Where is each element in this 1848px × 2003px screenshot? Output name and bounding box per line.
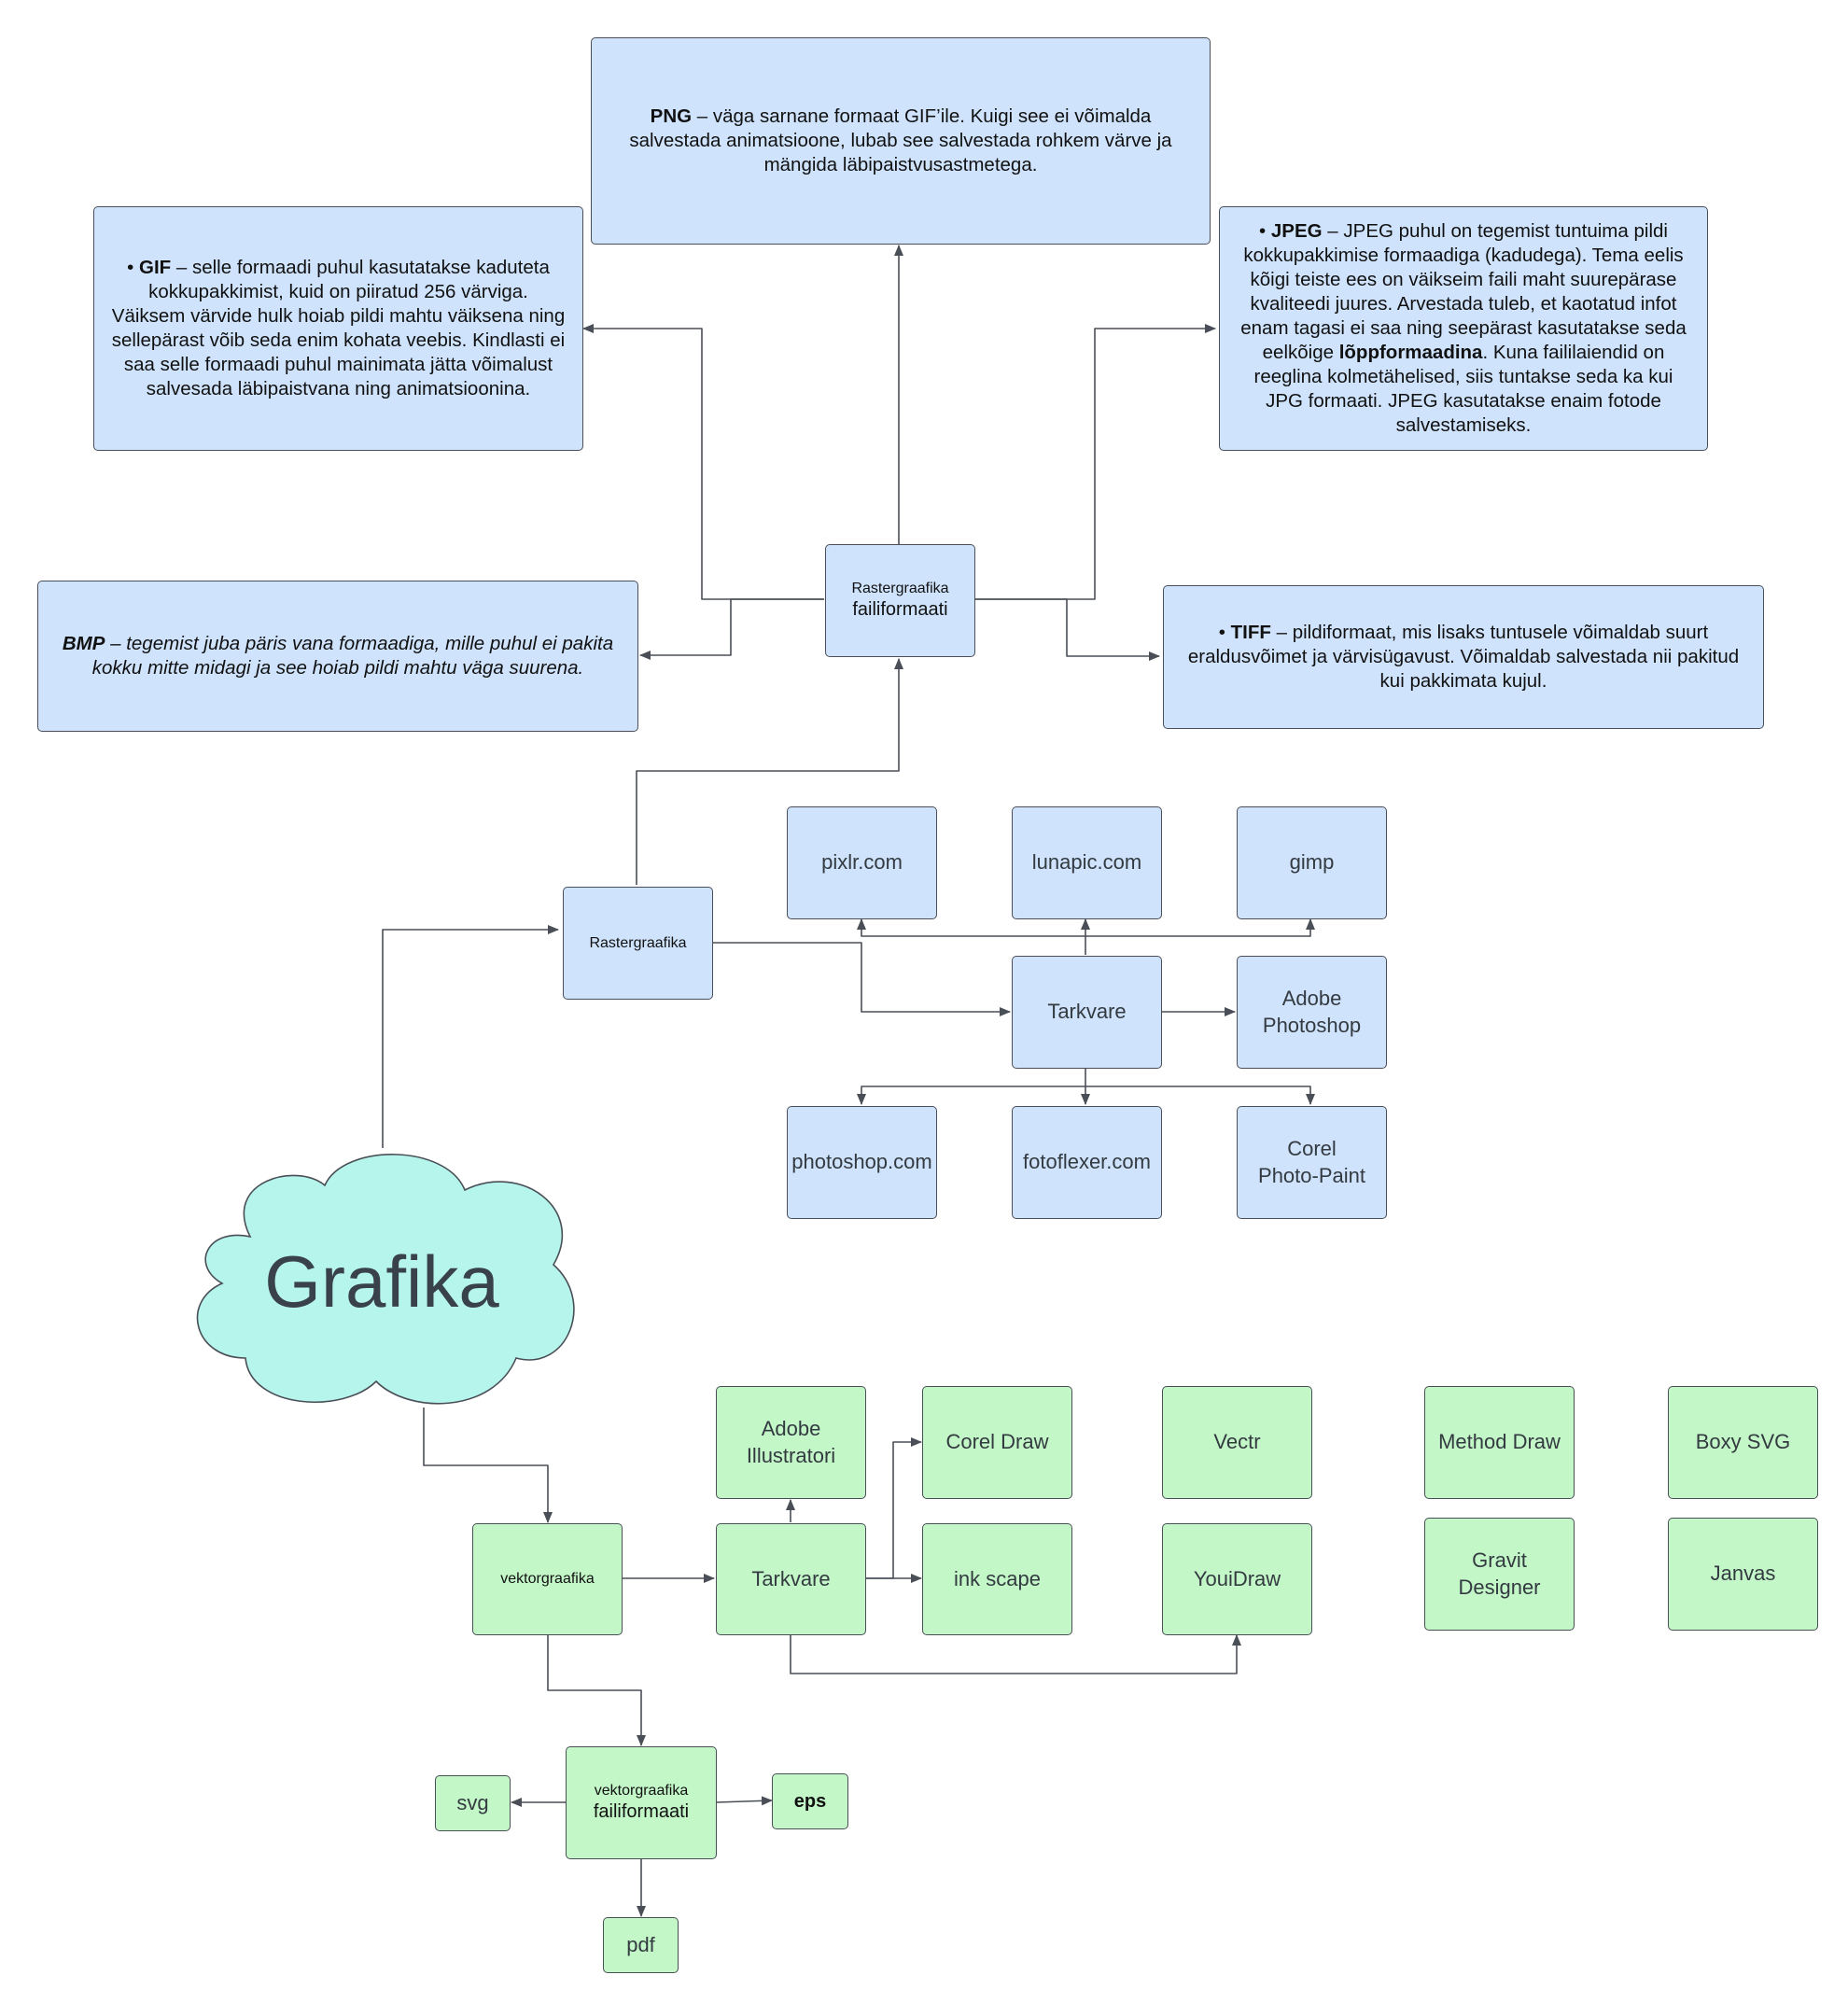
vector-formats-hub: vektorgraafika failiformaati: [566, 1746, 717, 1859]
edge-software-hub-to-corel-photo: [1085, 1086, 1315, 1105]
method-draw-label: Method Draw: [1438, 1430, 1561, 1454]
gif-format-name: GIF: [139, 256, 172, 278]
vector-format-svg: svg: [435, 1775, 511, 1831]
png-format-text: – väga sarnane formaat GIF’ile. Kuigi se…: [629, 105, 1172, 176]
vector-software-janvas: Janvas: [1668, 1518, 1818, 1631]
photoshop-line1: Adobe: [1281, 986, 1342, 1010]
vektorgraafika-node: vektorgraafika: [472, 1523, 623, 1635]
photoshop-com-label: photoshop.com: [791, 1150, 932, 1174]
raster-software-hub: Tarkvare: [1012, 956, 1162, 1069]
bmp-format-text: – tegemist juba päris vana formaadiga, m…: [91, 632, 614, 679]
cloud-label: Grafika: [264, 1240, 499, 1323]
youidraw-label: YouiDraw: [1193, 1566, 1281, 1590]
vector-software-hub-label: Tarkvare: [751, 1566, 831, 1590]
edge-formats-hub-to-gif: [582, 324, 824, 600]
jpeg-format-text-2: . Kuna faililaiendid on reeglina kolmetä…: [1253, 342, 1673, 437]
raster-software-hub-label: Tarkvare: [1047, 1000, 1127, 1024]
illustrator-line1: Adobe: [761, 1416, 821, 1440]
raster-software-pixlr: pixlr.com: [787, 806, 937, 919]
raster-software-photoshop: Adobe Photoshop: [1237, 956, 1387, 1069]
rastergraafika-node: Rastergraafika: [563, 887, 713, 1000]
vector-formats-hub-line1: vektorgraafika: [594, 1783, 689, 1799]
jpeg-format-box: • JPEG – JPEG puhul on tegemist tuntuima…: [1219, 206, 1708, 451]
edge-software-hub-to-pixlr: [857, 918, 1085, 937]
vector-software-method-draw: Method Draw: [1424, 1386, 1575, 1499]
tiff-format-name: TIFF: [1230, 621, 1271, 643]
raster-software-gimp: gimp: [1237, 806, 1387, 919]
raster-software-fotoflexer: fotoflexer.com: [1012, 1106, 1162, 1219]
fotoflexer-label: fotoflexer.com: [1023, 1150, 1151, 1174]
bmp-format-box: BMP – tegemist juba päris vana formaadig…: [37, 581, 638, 732]
edge-software-hub-to-gimp: [1085, 918, 1315, 937]
edge-formats-hub-to-jpeg: [974, 324, 1216, 600]
edge-formats-hub-to-bmp: [639, 598, 824, 660]
vector-software-inkscape: ink scape: [922, 1523, 1072, 1635]
edge-vector-formats-to-eps: [716, 1796, 773, 1806]
jpeg-bullet: •: [1259, 219, 1271, 242]
janvas-label: Janvas: [1710, 1562, 1776, 1586]
vector-software-boxy-svg: Boxy SVG: [1668, 1386, 1818, 1499]
gimp-label: gimp: [1289, 850, 1335, 875]
gravit-line2: Designer: [1458, 1575, 1541, 1599]
edge-cloud-to-rastergraafika: [382, 925, 559, 1148]
raster-software-photoshop-com: photoshop.com: [787, 1106, 937, 1219]
vectr-label: Vectr: [1213, 1430, 1261, 1454]
bmp-format-name: BMP: [62, 632, 105, 654]
vector-software-illustrator: Adobe Illustratori: [716, 1386, 866, 1499]
corel-draw-label: Corel Draw: [945, 1430, 1049, 1454]
edge-vektorgraafika-to-formats-hub: [547, 1634, 646, 1746]
photoshop-line2: Photoshop: [1262, 1013, 1362, 1037]
jpeg-format-text-1: – JPEG puhul on tegemist tuntuima pildi …: [1240, 219, 1687, 364]
edge-software-hub-to-photoshop-com: [857, 1086, 1085, 1105]
inkscape-label: ink scape: [954, 1566, 1041, 1590]
jpeg-format-emphasis: lõppformaadina: [1338, 342, 1483, 364]
raster-software-corel-photo: Corel Photo-Paint: [1237, 1106, 1387, 1219]
lunapic-label: lunapic.com: [1031, 850, 1142, 875]
corel-photo-line1: Corel: [1287, 1136, 1337, 1160]
jpeg-format-name: JPEG: [1270, 219, 1323, 242]
corel-photo-line2: Photo-Paint: [1258, 1163, 1365, 1187]
edge-rastergraafika-to-formats-hub: [636, 658, 903, 885]
vector-software-hub: Tarkvare: [716, 1523, 866, 1635]
raster-formats-hub-line1: Rastergraafika: [851, 581, 949, 596]
edge-cloud-to-vektorgraafika: [423, 1408, 553, 1523]
raster-formats-hub: Rastergraafika failiformaati: [825, 544, 975, 657]
edge-vector-hub-to-youidraw: [790, 1634, 1241, 1674]
boxy-svg-label: Boxy SVG: [1695, 1430, 1791, 1454]
edge-rastergraafika-to-software-hub: [712, 942, 1011, 1016]
vector-formats-hub-line2: failiformaati: [593, 1801, 690, 1822]
gif-format-text: – selle formaadi puhul kasutatakse kadut…: [111, 256, 566, 400]
vector-software-vectr: Vectr: [1162, 1386, 1312, 1499]
tiff-format-text: – pildiformaat, mis lisaks tuntusele või…: [1187, 621, 1740, 693]
raster-formats-hub-line2: failiformaati: [852, 599, 948, 620]
tiff-bullet: •: [1218, 621, 1231, 643]
vector-software-youidraw: YouiDraw: [1162, 1523, 1312, 1635]
illustrator-line2: Illustratori: [746, 1443, 836, 1467]
vector-format-pdf: pdf: [603, 1917, 679, 1973]
gif-format-box: • GIF – selle formaadi puhul kasutatakse…: [93, 206, 583, 451]
vektorgraafika-label: vektorgraafika: [500, 1571, 595, 1587]
vector-software-gravit: Gravit Designer: [1424, 1518, 1575, 1631]
pixlr-label: pixlr.com: [821, 850, 903, 875]
gravit-line1: Gravit: [1472, 1548, 1527, 1572]
gif-bullet: •: [127, 256, 139, 278]
rastergraafika-label: Rastergraafika: [589, 934, 687, 951]
eps-label: eps: [793, 1790, 827, 1812]
png-format-box: PNG – väga sarnane formaat GIF’ile. Kuig…: [591, 37, 1211, 245]
cloud-shape: [196, 1154, 575, 1405]
pdf-label: pdf: [626, 1932, 655, 1956]
edge-vector-hub-to-corel-draw: [866, 1437, 922, 1579]
vector-software-corel-draw: Corel Draw: [922, 1386, 1072, 1499]
svg-label: svg: [456, 1790, 489, 1814]
edge-formats-hub-to-tiff: [974, 598, 1160, 661]
vector-format-eps: eps: [772, 1773, 848, 1829]
raster-software-lunapic: lunapic.com: [1012, 806, 1162, 919]
png-format-name: PNG: [650, 105, 693, 127]
grafika-cloud: Grafika: [185, 1143, 579, 1410]
tiff-format-box: • TIFF – pildiformaat, mis lisaks tuntus…: [1163, 585, 1764, 729]
